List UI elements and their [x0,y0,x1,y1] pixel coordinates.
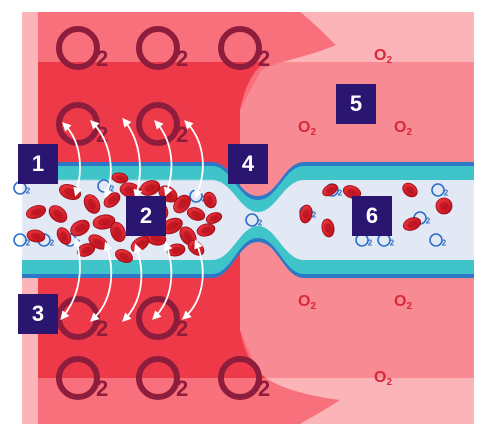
o2-subscript: 2 [176,46,188,71]
red-blood-cell [26,229,46,243]
marker-2: 2 [126,196,166,236]
o2-subscript: 2 [26,187,31,196]
diffusion-arrow [89,241,113,322]
o2-tissue-label: O2 [394,119,412,138]
o2-large-symbol: 2 [218,26,270,71]
o2-subscript: 2 [96,376,108,401]
o2-large-symbol: 2 [136,356,188,401]
red-blood-cell [299,204,313,224]
red-blood-cell [196,223,216,237]
o2-ring [218,356,262,400]
o2-vessel-symbol: 2 [431,183,449,198]
diffusion-arrow [122,117,143,199]
red-blood-cell [203,191,217,209]
o2-ring [431,183,445,197]
o2-ring [136,26,180,70]
o2-tissue-label: O2 [394,293,412,312]
red-blood-cell [402,182,418,198]
o2-subscript: 2 [96,316,108,341]
o2-vessel-symbol: 2 [429,233,447,248]
red-blood-cell [435,197,453,215]
red-blood-cell [321,218,335,238]
o2-subscript: 2 [96,46,108,71]
red-blood-cell [161,217,183,235]
o2-large-symbol: 2 [56,26,108,71]
o2-subscript: 2 [312,211,317,220]
o2-subscript: 2 [442,239,447,248]
o2-subscript: 2 [258,376,270,401]
red-blood-cell [402,217,422,231]
o2-subscript: 2 [176,122,188,147]
red-blood-cell [83,194,101,214]
diffusion-arrow [184,120,204,199]
red-blood-cell [173,194,191,214]
o2-tissue-label: O2 [374,47,392,66]
o2-large-symbol: 2 [136,26,188,71]
marker-6: 6 [352,196,392,236]
diffusion-arrows [60,117,204,322]
red-blood-cell [205,212,223,224]
o2-subscript: 2 [390,239,395,248]
diffusion-arrow [62,122,83,197]
red-blood-cell [342,185,362,199]
o2-ring [13,233,27,247]
red-blood-cell [48,205,68,223]
o2-subscript: 2 [258,219,263,228]
o2-ring [245,213,259,227]
marker-5: 5 [336,84,376,124]
o2-ring [56,26,100,70]
diffusion-arrow [122,243,143,322]
red-blood-cell [322,183,338,197]
red-blood-cell [92,214,116,230]
diffusion-arrow [152,241,173,320]
o2-subscript: 2 [176,316,188,341]
diffusion-arrow [154,119,173,197]
o2-subscript: 2 [338,189,343,198]
o2-large-symbol: 2 [218,356,270,401]
o2-subscript: 2 [426,217,431,226]
diffusion-arrow [90,120,113,199]
o2-vessel-symbol: 2 [245,213,263,228]
o2-tissue-label: O2 [298,293,316,312]
o2-vessel-symbol: 2 [13,233,31,248]
marker-4: 4 [228,144,268,184]
o2-tissue-label: O2 [298,119,316,138]
o2-ring [56,356,100,400]
o2-ring [218,26,262,70]
o2-subscript: 2 [50,239,55,248]
red-blood-cell [25,205,47,219]
o2-ring [429,233,443,247]
marker-3: 3 [18,294,58,334]
o2-subscript: 2 [258,46,270,71]
o2-ring [136,356,180,400]
o2-subscript: 2 [368,239,373,248]
o2-subscript: 2 [444,189,449,198]
o2-subscript: 2 [176,376,188,401]
diffusion-arrow [60,237,83,321]
o2-subscript: 2 [26,239,31,248]
red-blood-cell [186,207,206,221]
red-blood-cell [110,221,126,243]
o2-large-symbol: 2 [56,356,108,401]
diffusion-arrow [181,239,204,320]
red-blood-cell [70,219,90,237]
marker-1: 1 [18,144,58,184]
o2-tissue-label: O2 [374,369,392,388]
